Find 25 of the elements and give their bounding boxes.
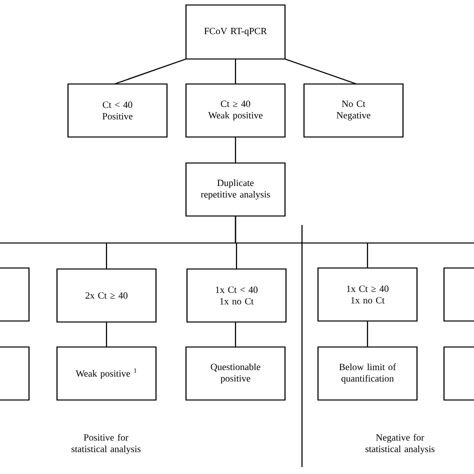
- result-box: FCoV RT-qPCR: [185, 4, 286, 60]
- result-box: 2x Ct ≥ 40: [56, 268, 157, 323]
- connector-line: [234, 137, 236, 163]
- result-box: [443, 346, 474, 401]
- result-box: [443, 267, 474, 322]
- result-box: [0, 267, 30, 322]
- connector-line: [366, 321, 368, 347]
- group-label: Positive for statistical analysis: [72, 434, 140, 454]
- connector-line: [106, 322, 108, 347]
- connector-line: [234, 59, 236, 84]
- result-box: Ct ≥ 40 Weak positive: [185, 83, 286, 138]
- result-box: 1x Ct ≥ 40 1x no Ct: [317, 267, 418, 322]
- result-box: Below limit of quantification: [317, 346, 418, 401]
- result-box: Ct < 40 Positive: [67, 83, 168, 138]
- group-label: Negative for statistical analysis: [366, 434, 434, 454]
- result-box: No Ct Negative: [303, 83, 404, 138]
- connector-line: [284, 58, 357, 85]
- result-box: Questionable positive: [185, 346, 286, 401]
- result-box: [0, 346, 30, 401]
- result-box: Weak positive $^{1}$: [56, 346, 157, 401]
- result-box: 1x Ct < 40 1x no Ct: [186, 268, 287, 323]
- connector-line: [234, 322, 236, 347]
- connector-line: [114, 58, 186, 85]
- connector-line: [234, 216, 368, 268]
- result-box: Duplicate repetitive analysis: [185, 162, 286, 217]
